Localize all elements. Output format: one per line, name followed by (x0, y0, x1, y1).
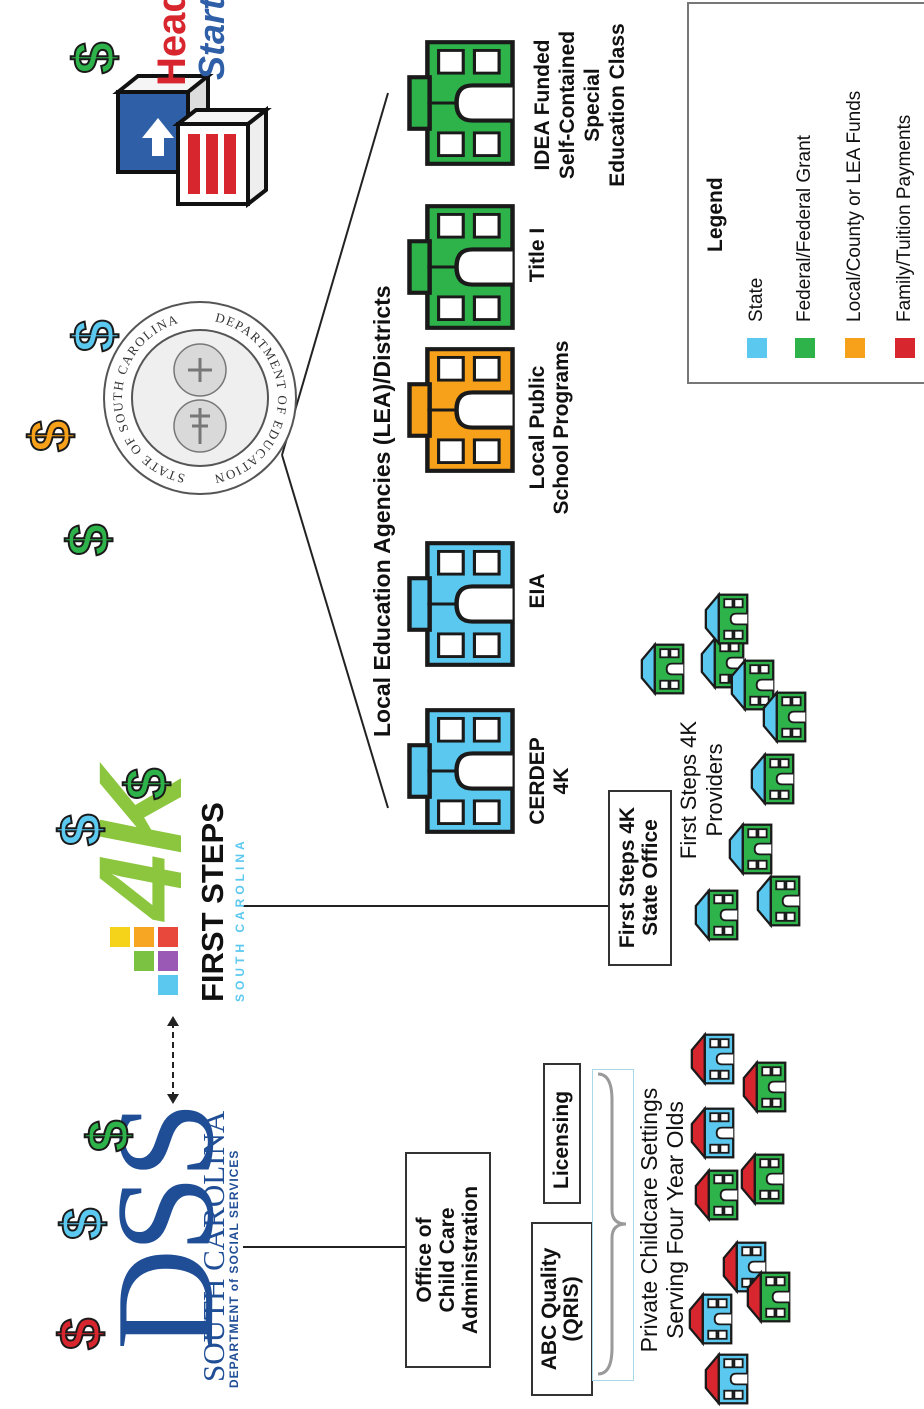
private-settings-brace-box (592, 1069, 634, 1381)
licensing-box: Licensing (543, 1063, 581, 1204)
dss-department-name: DEPARTMENT of SOCIAL SERVICES (227, 1149, 241, 1388)
licensing-label: Licensing (550, 1090, 573, 1189)
legend-swatch-state (747, 338, 767, 358)
dss-first-steps-link (172, 1022, 175, 1098)
private-house-1 (690, 1031, 735, 1087)
dss-connector-line (243, 1246, 407, 1248)
head-start-blocks-icon (112, 71, 272, 209)
dollar-sign-icon: $ (113, 767, 180, 801)
provider-house-6 (728, 821, 773, 877)
dollar-sign-icon: $ (75, 1119, 142, 1153)
first-steps-state: SOUTH CAROLINA (233, 837, 247, 1002)
private-house-4 (740, 1151, 785, 1207)
dollar-sign-icon: $ (17, 419, 84, 453)
legend-box: Legend State Federal/Federal Grant Local… (687, 2, 924, 384)
private-house-3 (690, 1105, 735, 1161)
dss-first-steps-arrowheads (167, 1016, 179, 1104)
school-building-3 (407, 347, 515, 473)
legend-label-family: Family/Tuition Payments (894, 114, 915, 322)
legend-label-federal: Federal/Federal Grant (794, 135, 815, 322)
education-seal-icon: DEPARTMENT OF EDUCATION STATE OF SOUTH C… (103, 301, 297, 495)
legend-label-local: Local/County or LEA Funds (844, 90, 865, 322)
abc-quality-box: ABC Quality(QRIS) (531, 1222, 593, 1396)
provider-house-8 (756, 873, 801, 929)
dollar-sign-icon: $ (61, 319, 128, 353)
dss-state-name: SOUTH CAROLINA (196, 1110, 231, 1382)
legend-label-state: State (746, 277, 767, 322)
school-building-5 (407, 40, 515, 166)
first-steps-connector-line (243, 905, 610, 907)
school-building-2 (407, 541, 515, 667)
legend-swatch-family (895, 338, 915, 358)
first-steps-title: FIRST STEPS (195, 802, 230, 1002)
lea-title: Local Education Agencies (LEA)/Districts (369, 285, 395, 737)
private-house-5 (694, 1167, 739, 1223)
legend-swatch-local (845, 338, 865, 358)
private-house-8 (688, 1291, 733, 1347)
legend-title: Legend (704, 177, 727, 252)
head-start-word-head: Head (150, 0, 194, 86)
dollar-sign-icon: $ (47, 1317, 114, 1351)
provider-house-5 (750, 751, 795, 807)
program-label-title-one: Title I (526, 227, 549, 283)
color-squares-icon (110, 927, 178, 995)
dss-moon-icon (103, 1366, 132, 1395)
private-settings-brace (597, 1072, 627, 1376)
abc-quality-label: ABC Quality(QRIS) (538, 1247, 583, 1371)
private-house-2 (742, 1059, 787, 1115)
provider-house-2 (704, 591, 749, 647)
school-building-4 (407, 204, 515, 330)
provider-house-4 (762, 689, 807, 745)
dollar-sign-icon: $ (47, 813, 114, 847)
school-building-1 (407, 708, 515, 834)
dollar-sign-icon: $ (49, 1207, 116, 1241)
legend-swatch-federal (795, 338, 815, 358)
program-label-eia: EIA (526, 573, 549, 609)
dollar-sign-icon: $ (55, 523, 122, 557)
dollar-sign-icon: $ (61, 41, 128, 75)
private-house-7 (746, 1269, 791, 1325)
head-start-word-start: Start (191, 0, 232, 80)
provider-house-7 (694, 887, 739, 943)
private-house-9 (704, 1351, 749, 1407)
provider-house-9 (640, 641, 685, 697)
